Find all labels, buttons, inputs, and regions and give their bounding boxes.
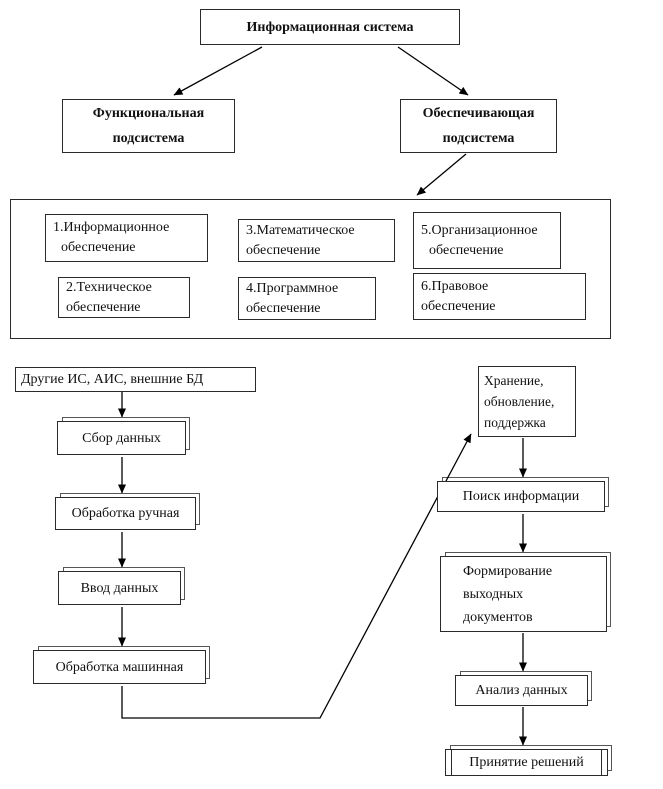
machine-processing-box: Обработка машинная bbox=[33, 646, 210, 684]
component-organizational-support: 5.Организационное обеспечение bbox=[413, 212, 561, 269]
component-6-line2: обеспечение bbox=[421, 298, 496, 314]
information-system-box: Информационная система bbox=[200, 9, 460, 45]
providing-subsystem-line2: подсистема bbox=[442, 131, 515, 146]
connector-providing-to-components bbox=[416, 153, 467, 196]
decision-inner-bar-left bbox=[451, 750, 452, 775]
component-5-line2: обеспечение bbox=[429, 242, 504, 258]
component-4-line2: обеспечение bbox=[246, 300, 321, 316]
storage-update-support-box: Хранение, обновление, поддержка bbox=[478, 366, 576, 437]
external-sources-label: Другие ИС, АИС, внешние БД bbox=[21, 372, 204, 387]
decision-making-box: Принятие решений bbox=[445, 745, 612, 776]
information-search-box: Поиск информации bbox=[437, 477, 609, 512]
data-analysis-label: Анализ данных bbox=[475, 683, 568, 698]
storage-line3: поддержка bbox=[484, 415, 546, 430]
decision-making-label: Принятие решений bbox=[469, 755, 584, 770]
manual-processing-label: Обработка ручная bbox=[71, 506, 180, 521]
component-6-line1: 6.Правовое bbox=[421, 278, 489, 294]
data-entry-label: Ввод данных bbox=[80, 580, 159, 596]
functional-subsystem-line1: Функциональная bbox=[92, 106, 205, 121]
component-2-line2: обеспечение bbox=[66, 299, 141, 315]
component-3-line1: 3.Математическое bbox=[246, 222, 355, 238]
information-search-label: Поиск информации bbox=[462, 489, 580, 504]
decision-inner-bar-right bbox=[601, 750, 602, 775]
data-analysis-box: Анализ данных bbox=[455, 671, 592, 706]
functional-subsystem-box: Функциональная подсистема bbox=[62, 99, 235, 153]
connector-root-to-functional bbox=[173, 46, 263, 96]
component-2-line1: 2.Техническое bbox=[66, 279, 152, 295]
providing-subsystem-line1: Обеспечивающая bbox=[422, 106, 535, 121]
component-4-line1: 4.Программное bbox=[246, 280, 339, 296]
component-3-line2: обеспечение bbox=[246, 242, 321, 258]
component-technical-support: 2.Техническое обеспечение bbox=[58, 277, 190, 318]
output-documents-line1: Формирование bbox=[463, 563, 553, 579]
external-sources-box: Другие ИС, АИС, внешние БД bbox=[15, 367, 256, 392]
output-documents-line2: выходных bbox=[463, 586, 524, 602]
data-collection-label: Сбор данных bbox=[82, 430, 161, 446]
component-5-line1: 5.Организационное bbox=[421, 222, 538, 238]
providing-subsystem-box: Обеспечивающая подсистема bbox=[400, 99, 557, 153]
output-documents-line3: документов bbox=[463, 609, 533, 625]
information-system-label: Информационная система bbox=[246, 19, 414, 35]
connector-root-to-providing bbox=[397, 46, 469, 96]
functional-subsystem-line2: подсистема bbox=[112, 131, 185, 146]
storage-line2: обновление, bbox=[484, 394, 555, 409]
machine-processing-label: Обработка машинная bbox=[55, 659, 184, 675]
component-software-support: 4.Программное обеспечение bbox=[238, 277, 376, 320]
components-group-box bbox=[10, 199, 611, 339]
component-legal-support: 6.Правовое обеспечение bbox=[413, 273, 586, 320]
data-entry-box: Ввод данных bbox=[58, 567, 185, 605]
output-documents-box: Формирование выходных документов bbox=[440, 552, 611, 632]
storage-line1: Хранение, bbox=[484, 373, 544, 388]
manual-processing-box: Обработка ручная bbox=[55, 493, 200, 530]
component-1-line1: 1.Информационное bbox=[53, 220, 170, 235]
data-collection-box: Сбор данных bbox=[57, 417, 190, 455]
component-1-line2: обеспечение bbox=[61, 240, 136, 255]
component-information-support: 1.Информационное обеспечение bbox=[45, 214, 208, 262]
component-mathematical-support: 3.Математическое обеспечение bbox=[238, 219, 395, 262]
